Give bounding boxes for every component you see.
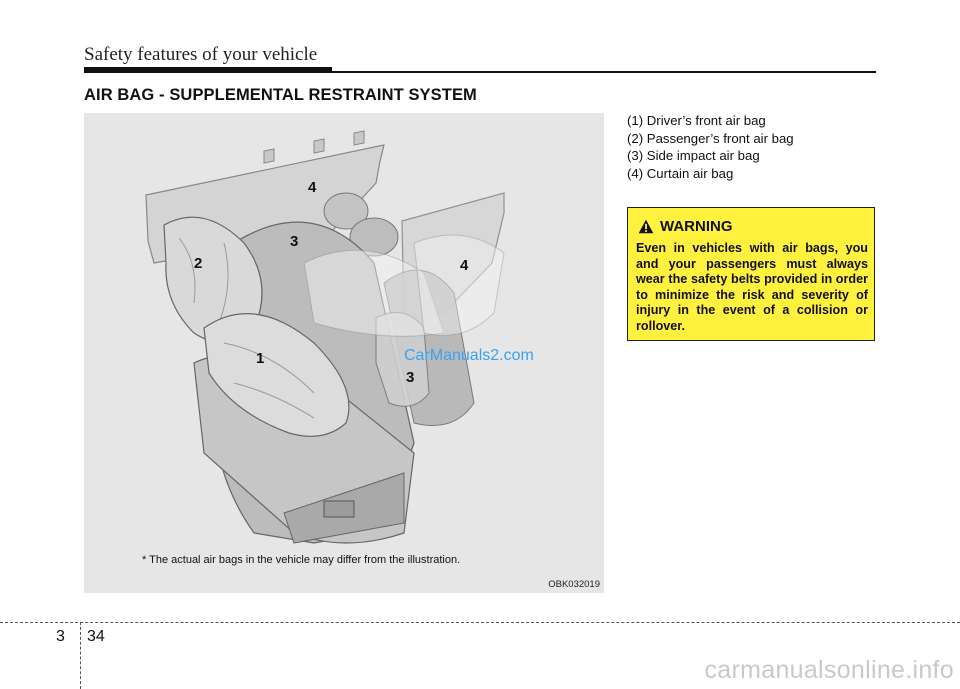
site-watermark: carmanualsonline.info bbox=[704, 656, 954, 684]
warning-header: WARNING bbox=[638, 218, 733, 235]
label-4b: 4 bbox=[460, 257, 469, 274]
label-1: 1 bbox=[256, 350, 264, 367]
warning-box: WARNING Even in vehicles with air bags, … bbox=[627, 207, 875, 341]
label-4a: 4 bbox=[308, 179, 317, 196]
page-number: 34 bbox=[87, 628, 105, 645]
watermark: CarManuals2.com bbox=[404, 347, 534, 364]
warning-title: WARNING bbox=[660, 218, 733, 235]
page-chapter: 3 bbox=[56, 628, 65, 645]
header-rule-thin bbox=[84, 71, 876, 73]
legend-item: (2) Passenger’s front air bag bbox=[627, 130, 794, 146]
label-2: 2 bbox=[194, 255, 202, 272]
page-header-title: Safety features of your vehicle bbox=[84, 44, 318, 65]
legend-item: (4) Curtain air bag bbox=[627, 165, 734, 181]
warning-text: Even in vehicles with air bags, you and … bbox=[636, 241, 868, 333]
footer-divider bbox=[80, 622, 81, 689]
label-3b: 3 bbox=[406, 369, 414, 386]
airbag-legend: (1) Driver’s front air bag (2) Passenger… bbox=[627, 112, 794, 182]
label-3a: 3 bbox=[290, 233, 298, 250]
section-title: AIR BAG - SUPPLEMENTAL RESTRAINT SYSTEM bbox=[84, 86, 477, 104]
footer-rule bbox=[0, 622, 960, 623]
illustration-code: OBK032019 bbox=[548, 579, 600, 590]
legend-item: (1) Driver’s front air bag bbox=[627, 113, 766, 128]
header-rule bbox=[84, 67, 332, 72]
airbag-illustration: 1 2 3 3 4 4 CarManuals2.com * The actual… bbox=[84, 113, 604, 593]
legend-item: (3) Side impact air bag bbox=[627, 148, 760, 163]
airbag-drawing: 1 2 3 3 4 4 bbox=[145, 130, 505, 544]
illustration-caption: * The actual air bags in the vehicle may… bbox=[142, 554, 461, 566]
warning-triangle-icon bbox=[638, 219, 654, 234]
